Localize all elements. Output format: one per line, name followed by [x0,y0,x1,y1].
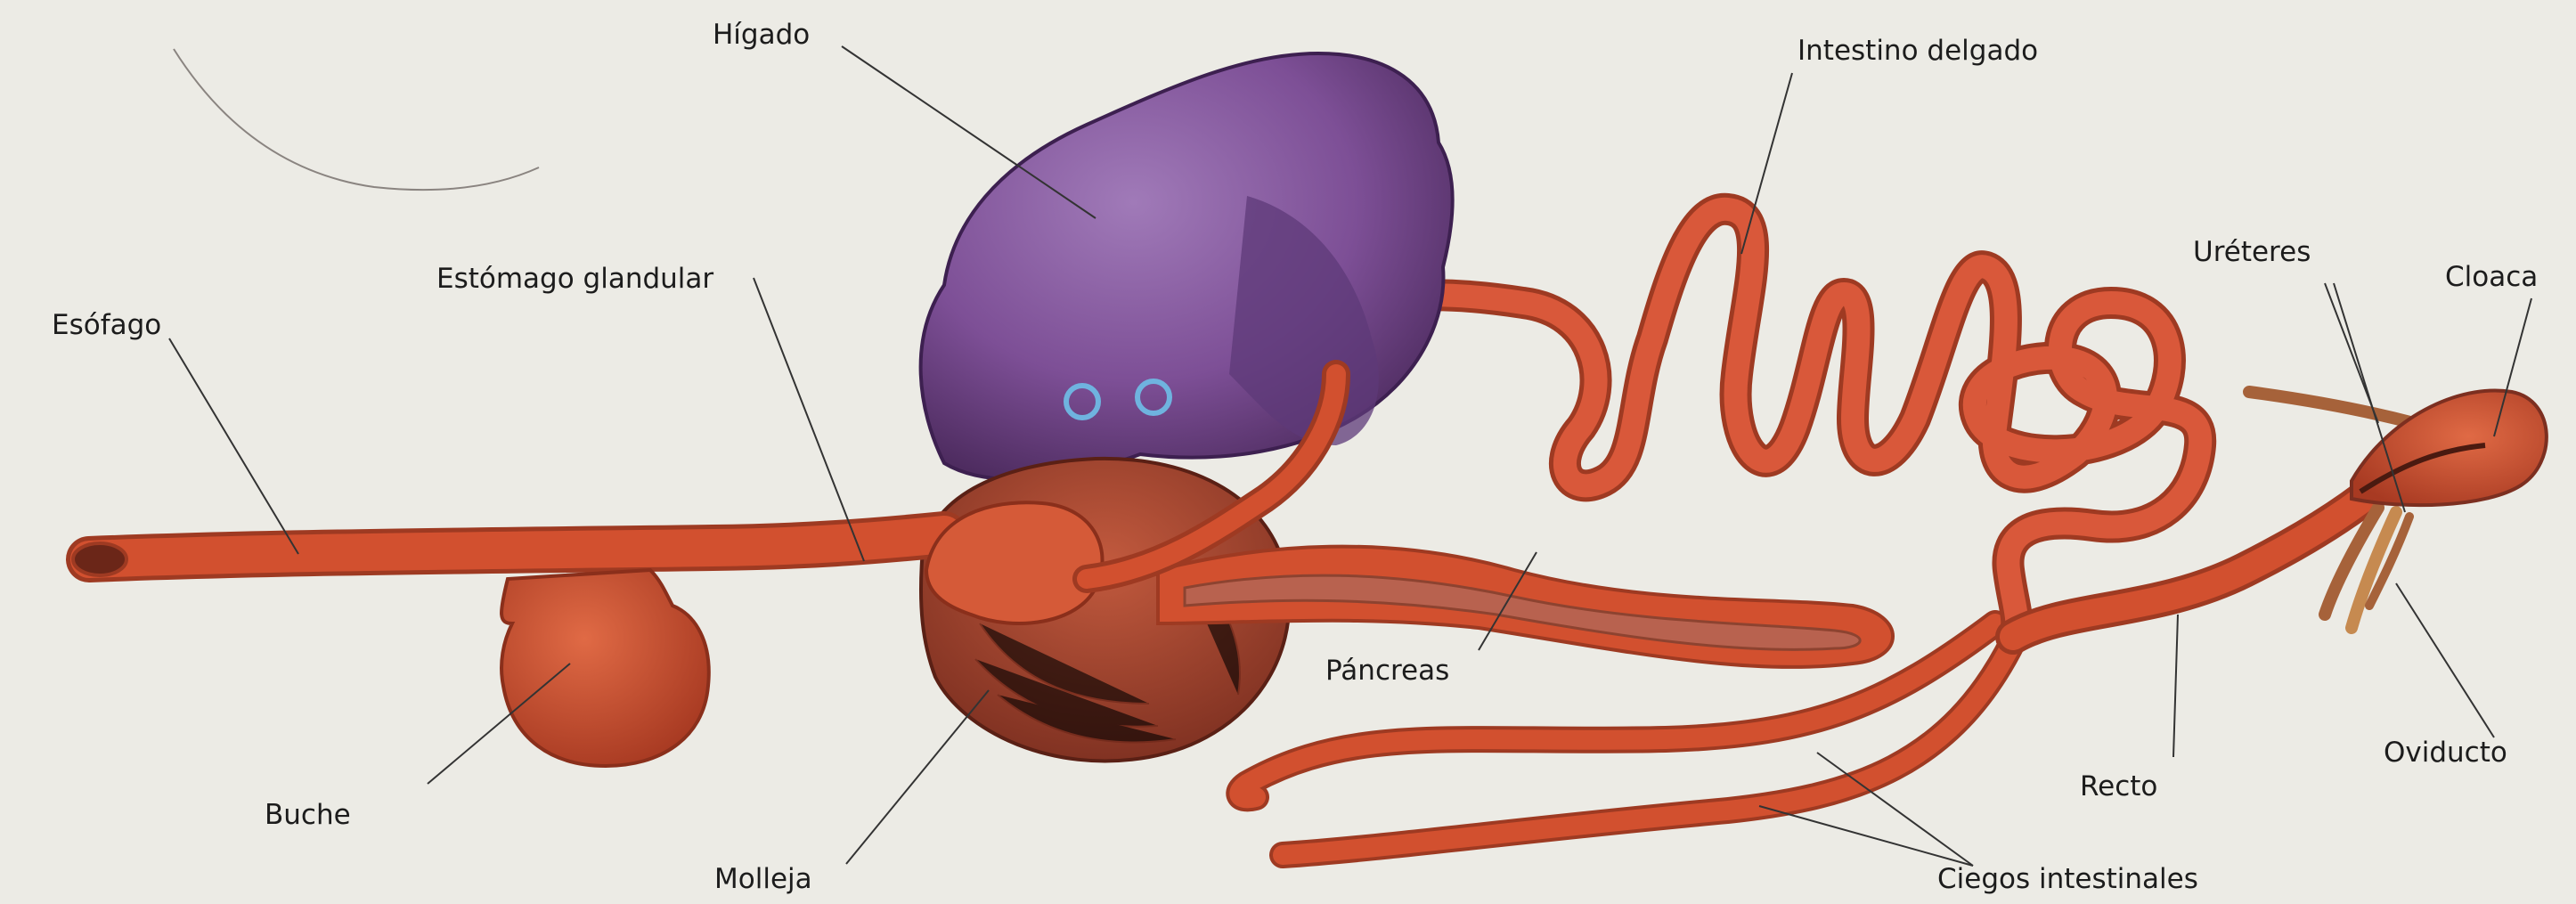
label-ciegos-intestinales: Ciegos intestinales [1937,866,2198,893]
leader-estomago-glandular [754,278,864,561]
higado [921,53,1453,479]
label-esofago: Esófago [52,312,161,339]
leader-higado [842,46,1096,218]
esofago [89,534,944,559]
buche [501,570,709,766]
leader-esofago [169,338,298,554]
esofago-opening [73,543,126,575]
leader-recto [2173,615,2178,757]
label-higado: Hígado [713,21,810,49]
leader-ciegos-2 [1759,806,1973,866]
label-cloaca: Cloaca [2445,264,2538,291]
label-pancreas: Páncreas [1325,657,1449,685]
decorative-arc [174,49,539,190]
leader-oviducto [2396,583,2494,737]
leader-molleja [846,690,989,864]
cloaca [2352,390,2547,505]
label-estomago-glandular: Estómago glandular [436,265,713,293]
leader-intestino-delgado [1741,73,1792,254]
label-intestino-delgado: Intestino delgado [1797,37,2038,65]
label-buche: Buche [265,802,351,829]
recto [2013,463,2405,637]
label-molleja: Molleja [714,866,812,893]
label-recto: Recto [2080,773,2157,801]
label-ureteres: Uréteres [2193,239,2311,266]
label-oviducto: Oviducto [2384,739,2507,767]
